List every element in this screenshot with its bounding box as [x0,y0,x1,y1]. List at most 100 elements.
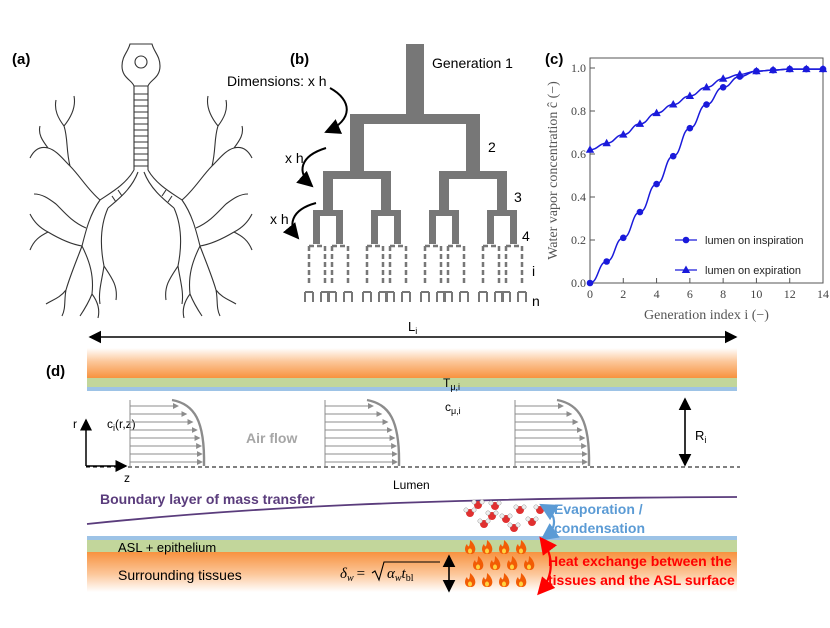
heat-exchange-label-line2: tissues and the ASL surface [548,572,735,588]
flame-core [502,548,506,554]
y-tick-label: 0.0 [571,276,586,290]
velocity-profile-curve [556,398,591,467]
hydrogen-atom [533,504,539,510]
lower-asl-blue [87,536,737,540]
y-tick-label: 0.4 [571,190,586,204]
evaporation-arrow [539,503,560,541]
condensation-label: condensation [554,520,645,536]
plot-frame [589,57,824,284]
flame-core [502,581,506,587]
data-point-inspiration [636,208,644,216]
flame-icon [482,540,493,554]
data-point-expiration [652,108,661,117]
dimensions-label: Dimensions: x h [227,73,327,89]
legend-marker [682,236,690,244]
generation-label-1: Generation 1 [432,55,513,71]
data-point-expiration [802,64,811,73]
x-tick-label: 12 [784,287,796,301]
panel-label-a: (a) [12,51,30,68]
lower-tissue-layer [87,552,737,592]
boundary-layer-label: Boundary layer of mass transfer [100,491,315,507]
hydrogen-atom [533,516,539,522]
y-tick-label: 0.2 [571,233,586,247]
wall-concentration-label: cμ,i [445,400,461,416]
flame-icon [524,556,535,570]
x-tick-label: 2 [620,287,626,301]
generation-label-3: 3 [514,189,522,205]
lower-asl-green [87,540,737,552]
x-tick-label: 6 [687,287,693,301]
flame-core [519,548,523,554]
penetration-depth-radicand: αwtbl [387,566,414,584]
water-molecules [463,499,547,532]
data-point-expiration [669,100,678,108]
flame-icon [499,573,510,587]
x-tick-label: 10 [750,287,762,301]
hydrogen-atom [471,507,477,513]
y-tick-label: 0.6 [571,147,586,161]
hydrogen-atom [499,513,505,519]
generation-label-4: 4 [522,228,530,244]
velocity-profile-curve [366,398,401,467]
hydrogen-atom [485,510,491,516]
flame-core [485,581,489,587]
legend-label: lumen on inspiration [705,235,803,247]
boundary-layer-curve [86,496,738,525]
hydrogen-atom [488,500,494,506]
data-point-expiration [619,130,628,138]
scale-label-1: x h [285,150,304,166]
heat-exchange-arrow [537,536,557,596]
hydrogen-atom [463,507,469,513]
generation-label-i: i [532,263,535,279]
flame-icon [507,556,518,570]
data-point-expiration [685,91,695,99]
data-point-inspiration [586,279,594,287]
data-point-expiration [735,69,744,78]
wall-temperature-label: Tμ,i [443,376,460,392]
upper-tissue-layer [87,348,737,378]
data-point-expiration [752,66,761,75]
scale-arrow-1 [324,87,348,134]
velocity-profile-curve [171,398,206,467]
airway-tree-illustration [29,43,253,319]
flame-icon [465,573,476,587]
sqrt-sign [371,561,440,582]
data-point-inspiration [653,180,660,188]
data-point-inspiration [703,101,710,108]
x-tick-label: 14 [817,287,829,301]
scale-label-2: x h [270,211,289,227]
data-point-inspiration [719,84,727,91]
terminal-generation [304,291,527,302]
flame-icon [516,540,527,554]
axis-r-label: r [73,417,77,431]
hydrogen-atom [515,522,521,528]
flame-core [493,564,497,570]
flame-core [485,548,489,554]
hydrogen-atom [507,513,513,519]
y-axis-label: Water vapor concentration ĉ (−) [546,81,561,260]
flame-icon [465,540,476,554]
scale-arrow-2 [296,147,327,188]
length-label: Li [408,319,417,336]
heat-exchange-label-line1: Heat exchange between the [548,553,732,569]
legend-label: lumen on expiration [705,265,801,277]
data-point-expiration [785,64,794,73]
flame-core [468,548,472,554]
x-tick-label: 8 [720,287,726,301]
generation-label-2: 2 [488,139,496,155]
hydrogen-atom [513,504,519,510]
panel-label-c: (c) [545,51,563,68]
flame-core [476,564,480,570]
hydrogen-atom [507,522,513,528]
evaporation-label: Evaporation / [554,501,643,517]
dashed-generations [307,244,524,284]
data-point-inspiration [603,258,610,265]
data-point-expiration [635,119,645,127]
data-point-inspiration [669,152,677,160]
hydrogen-atom [496,500,502,506]
flame-icon [482,573,493,587]
x-axis-label: Generation index i (−) [644,308,769,323]
x-tick-label: 4 [654,287,660,301]
